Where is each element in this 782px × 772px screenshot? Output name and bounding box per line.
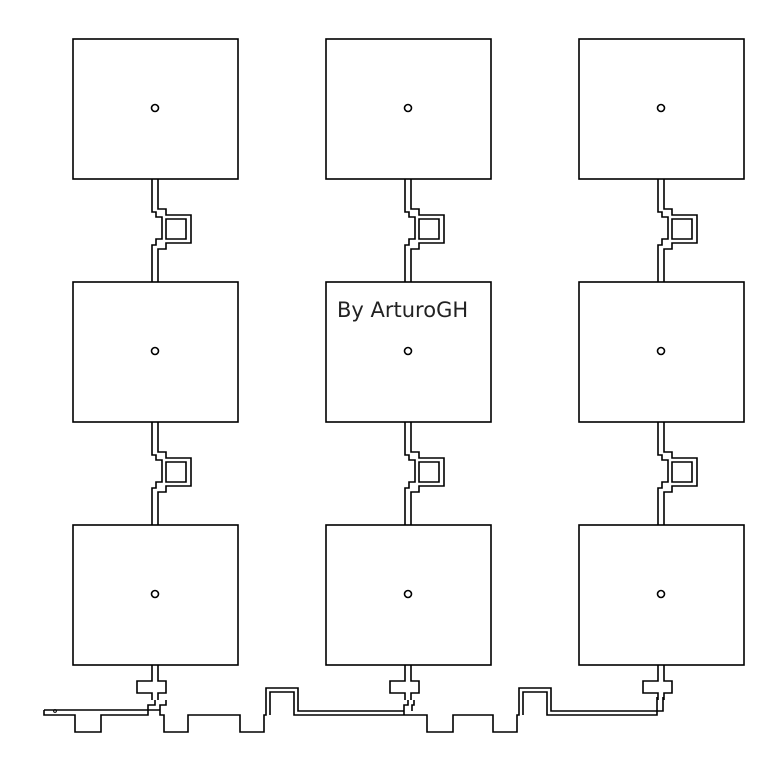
square-panel	[72, 281, 239, 423]
center-hole-icon	[656, 346, 666, 356]
watermark-label: By ArturoGH	[337, 298, 468, 322]
neck-connector	[404, 179, 445, 282]
tab-notch	[642, 665, 673, 700]
center-hole-icon	[150, 103, 160, 113]
square-panel	[72, 524, 239, 666]
square-panel	[325, 38, 492, 180]
neck-connector	[657, 179, 698, 282]
square-panel	[325, 281, 492, 423]
square-panel	[578, 281, 745, 423]
tab-notch	[136, 665, 167, 700]
base-strip-pin-icon	[53, 709, 57, 713]
center-hole-icon	[656, 103, 666, 113]
neck-connector	[151, 179, 192, 282]
square-panel	[72, 38, 239, 180]
center-hole-icon	[403, 589, 413, 599]
base-strip-outline	[43, 687, 664, 733]
neck-connector	[657, 422, 698, 525]
square-panel	[578, 38, 745, 180]
center-hole-icon	[403, 103, 413, 113]
center-hole-icon	[150, 346, 160, 356]
center-hole-icon	[656, 589, 666, 599]
square-panel	[578, 524, 745, 666]
neck-connector	[404, 422, 445, 525]
panels-layer	[72, 38, 745, 666]
connectors-layer	[136, 179, 698, 700]
square-panel	[325, 524, 492, 666]
neck-connector	[151, 422, 192, 525]
center-hole-icon	[403, 346, 413, 356]
tab-notch	[389, 665, 420, 700]
center-hole-icon	[150, 589, 160, 599]
